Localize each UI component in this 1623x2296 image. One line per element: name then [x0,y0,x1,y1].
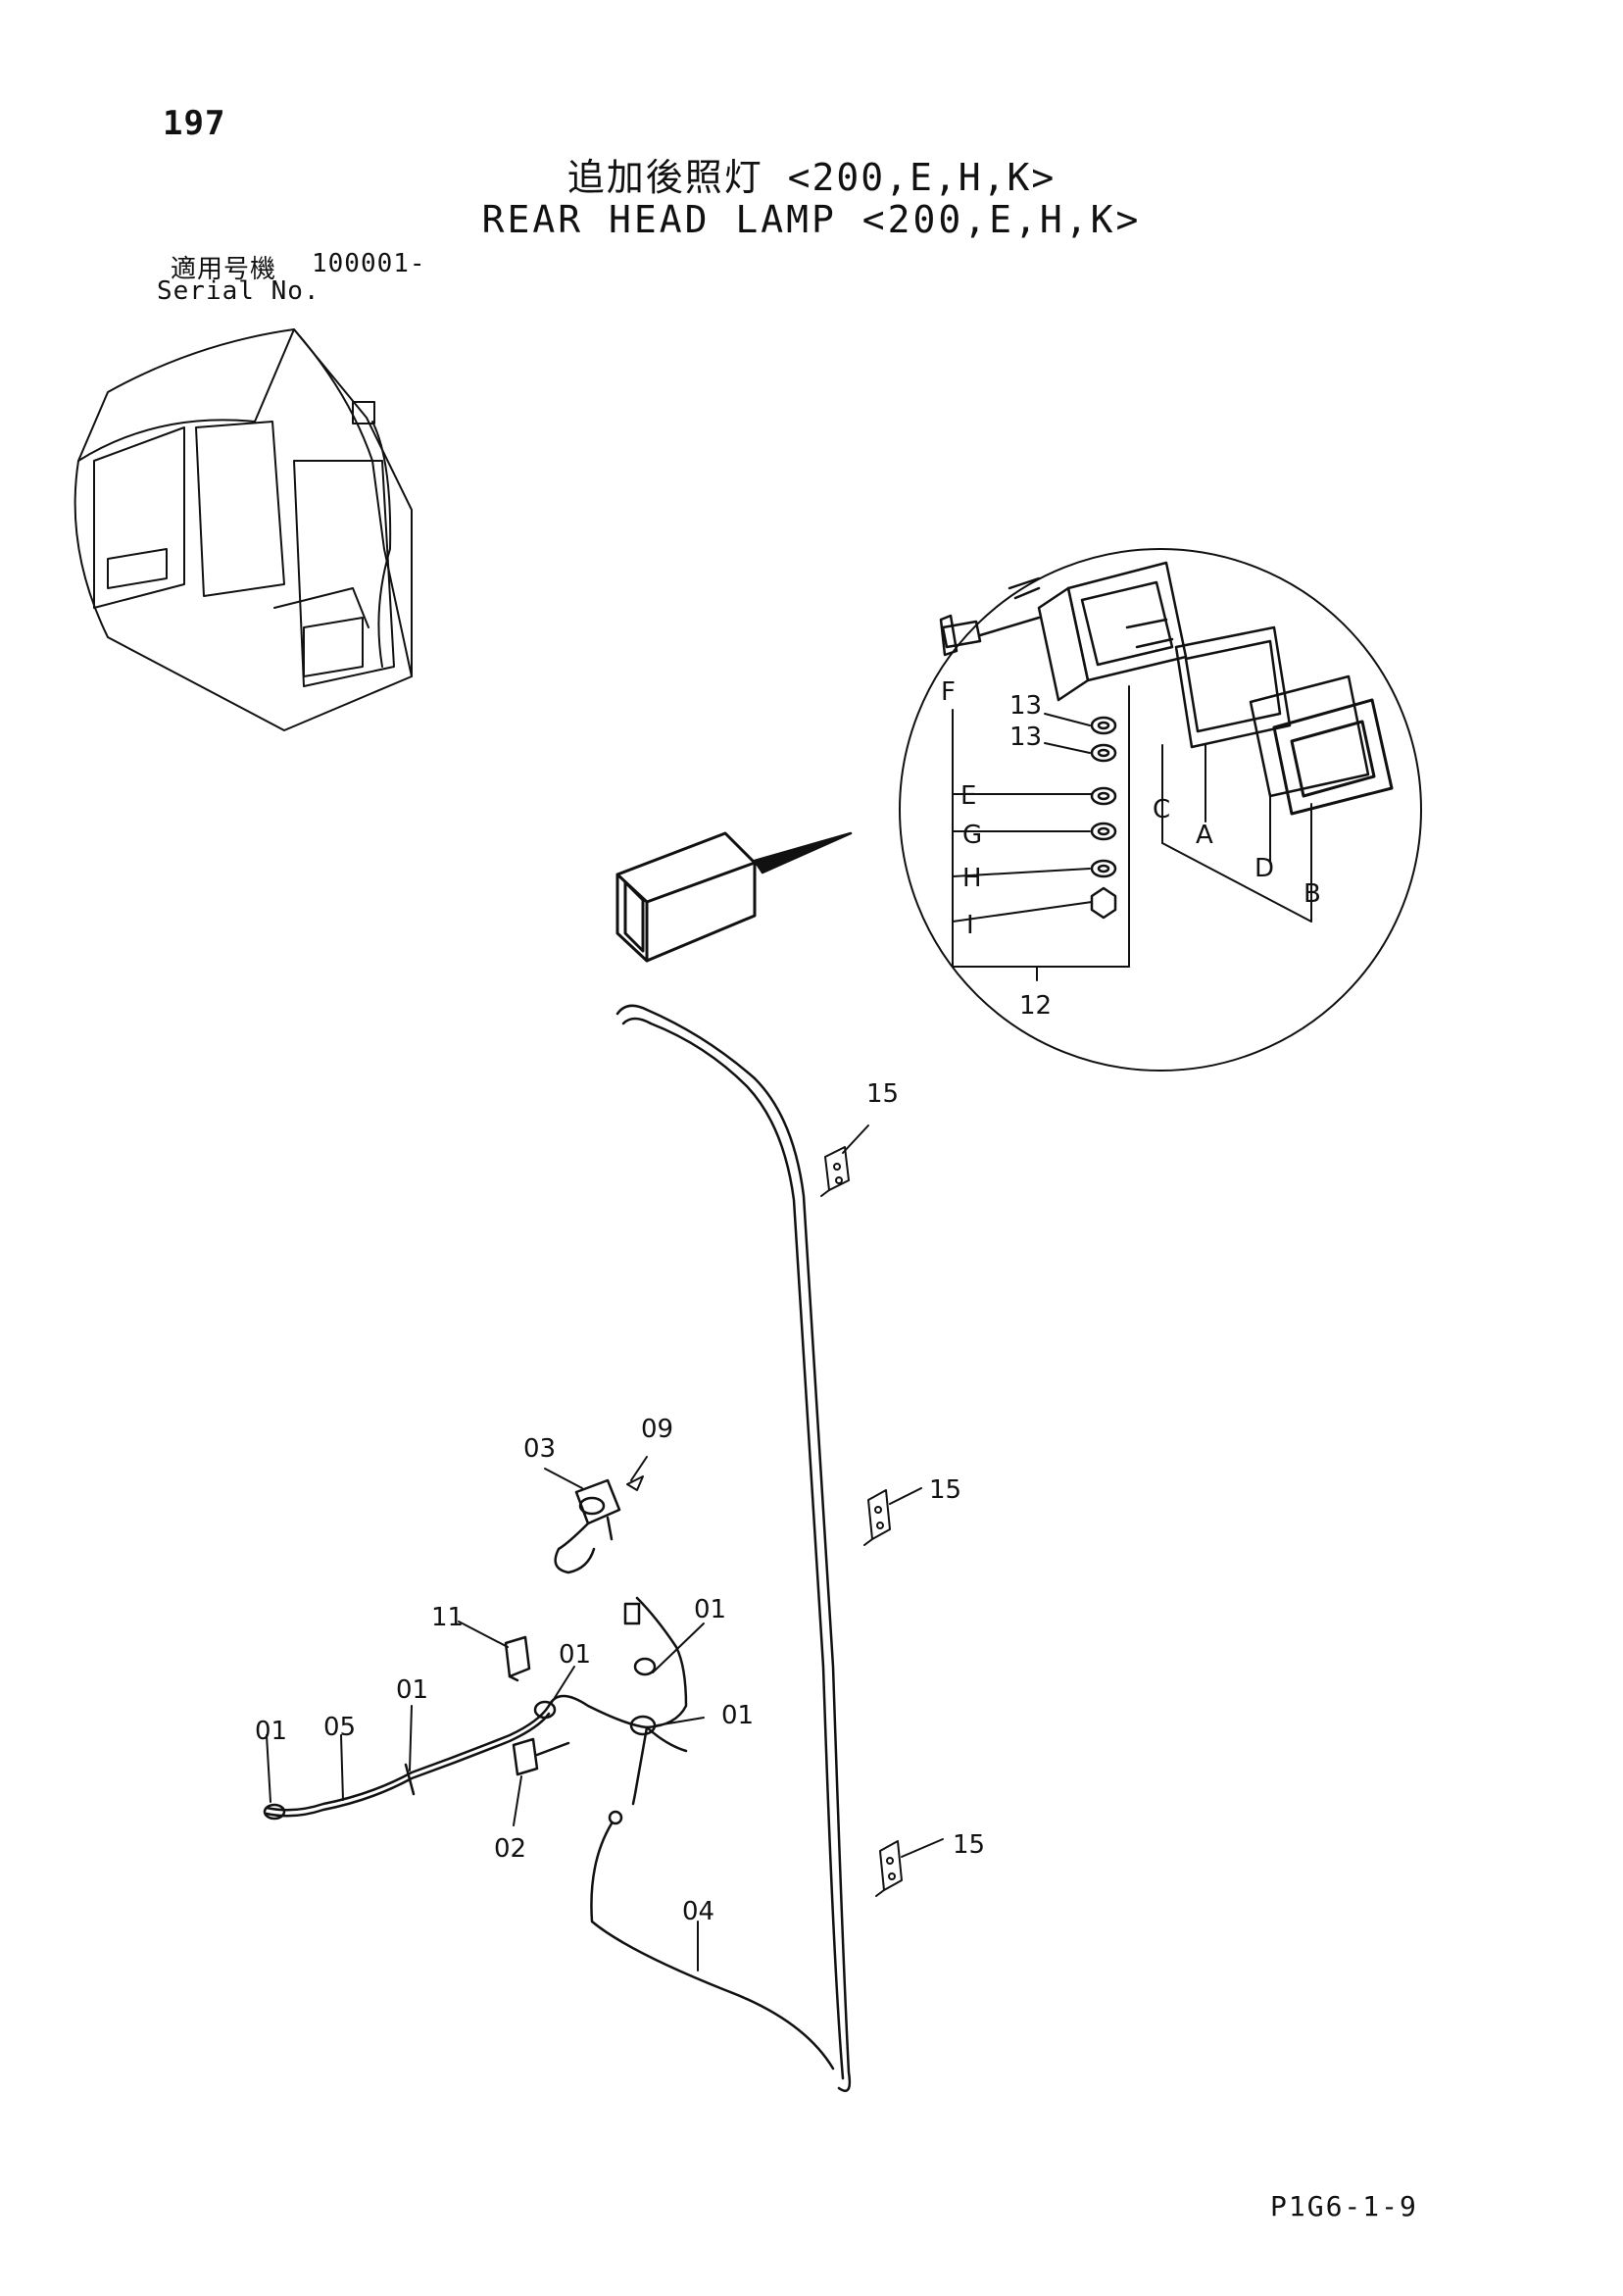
clip-15-top [820,1146,850,1197]
lamp-housing [1008,561,1188,702]
callout-e: E [960,781,976,811]
callout-bracket-lines [952,685,1312,981]
detail-circle [753,548,1422,1072]
footer-code: P1G6-1-9 [1270,2190,1418,2222]
callout-h: H [962,864,982,893]
title-english: REAR HEAD LAMP <200,E,H,K> [481,198,1142,241]
page-number: 197 [163,104,226,143]
title-japanese: 追加後照灯 <200,E,H,K> [566,156,1057,199]
callout-03: 03 [523,1434,556,1464]
cover-09 [626,1475,644,1491]
lamp-assembly [615,831,757,963]
callout-f: F [941,677,956,707]
serial-label-english: Serial No. [157,276,320,306]
gasket-part-d [1249,674,1370,798]
switch-03 [554,1478,621,1574]
callout-13-upper: 13 [1009,691,1042,721]
callout-01-left-upper: 01 [396,1675,428,1705]
callout-02: 02 [494,1834,526,1864]
leader-lines [266,1124,944,1972]
callout-a: A [1196,821,1213,850]
callout-i: I [966,911,974,940]
callout-labels: 13 13 F E G H I C A D B 12 15 15 15 03 0… [255,677,1321,1926]
cab-illustration [74,328,413,731]
callout-b: B [1303,879,1321,909]
relay-11 [504,1635,531,1682]
callout-c: C [1153,795,1170,824]
callout-09: 09 [641,1415,673,1444]
callout-g: G [962,821,982,850]
callout-01-center: 01 [559,1640,591,1670]
clip-15-bottom [875,1840,903,1897]
bolt-part-f [939,614,1041,657]
callout-12: 12 [1019,991,1052,1021]
callout-d: D [1254,854,1274,883]
callout-15-top: 15 [866,1079,899,1109]
ties-01 [263,1657,657,1821]
callout-01-right: 01 [721,1701,754,1730]
cable-harness-04 [590,1004,852,2092]
callout-01-upper-right: 01 [694,1595,726,1624]
bezel-part-b [1272,698,1394,816]
serial-label-japanese: 適用号機 [171,255,277,284]
serial-number-value: 100001- [312,249,426,278]
callout-01-left-end: 01 [255,1717,287,1746]
callout-15-middle: 15 [929,1475,961,1505]
harness-05 [265,1596,688,1818]
callout-05: 05 [323,1713,356,1742]
callout-15-bottom: 15 [953,1830,985,1860]
callout-04: 04 [682,1897,714,1926]
callout-11: 11 [431,1603,464,1632]
callout-13-lower: 13 [1009,723,1042,752]
washers-stack [1090,716,1117,920]
clip-15-middle [863,1489,891,1546]
connector-02 [512,1737,570,1776]
lens-part-c [1174,625,1292,749]
